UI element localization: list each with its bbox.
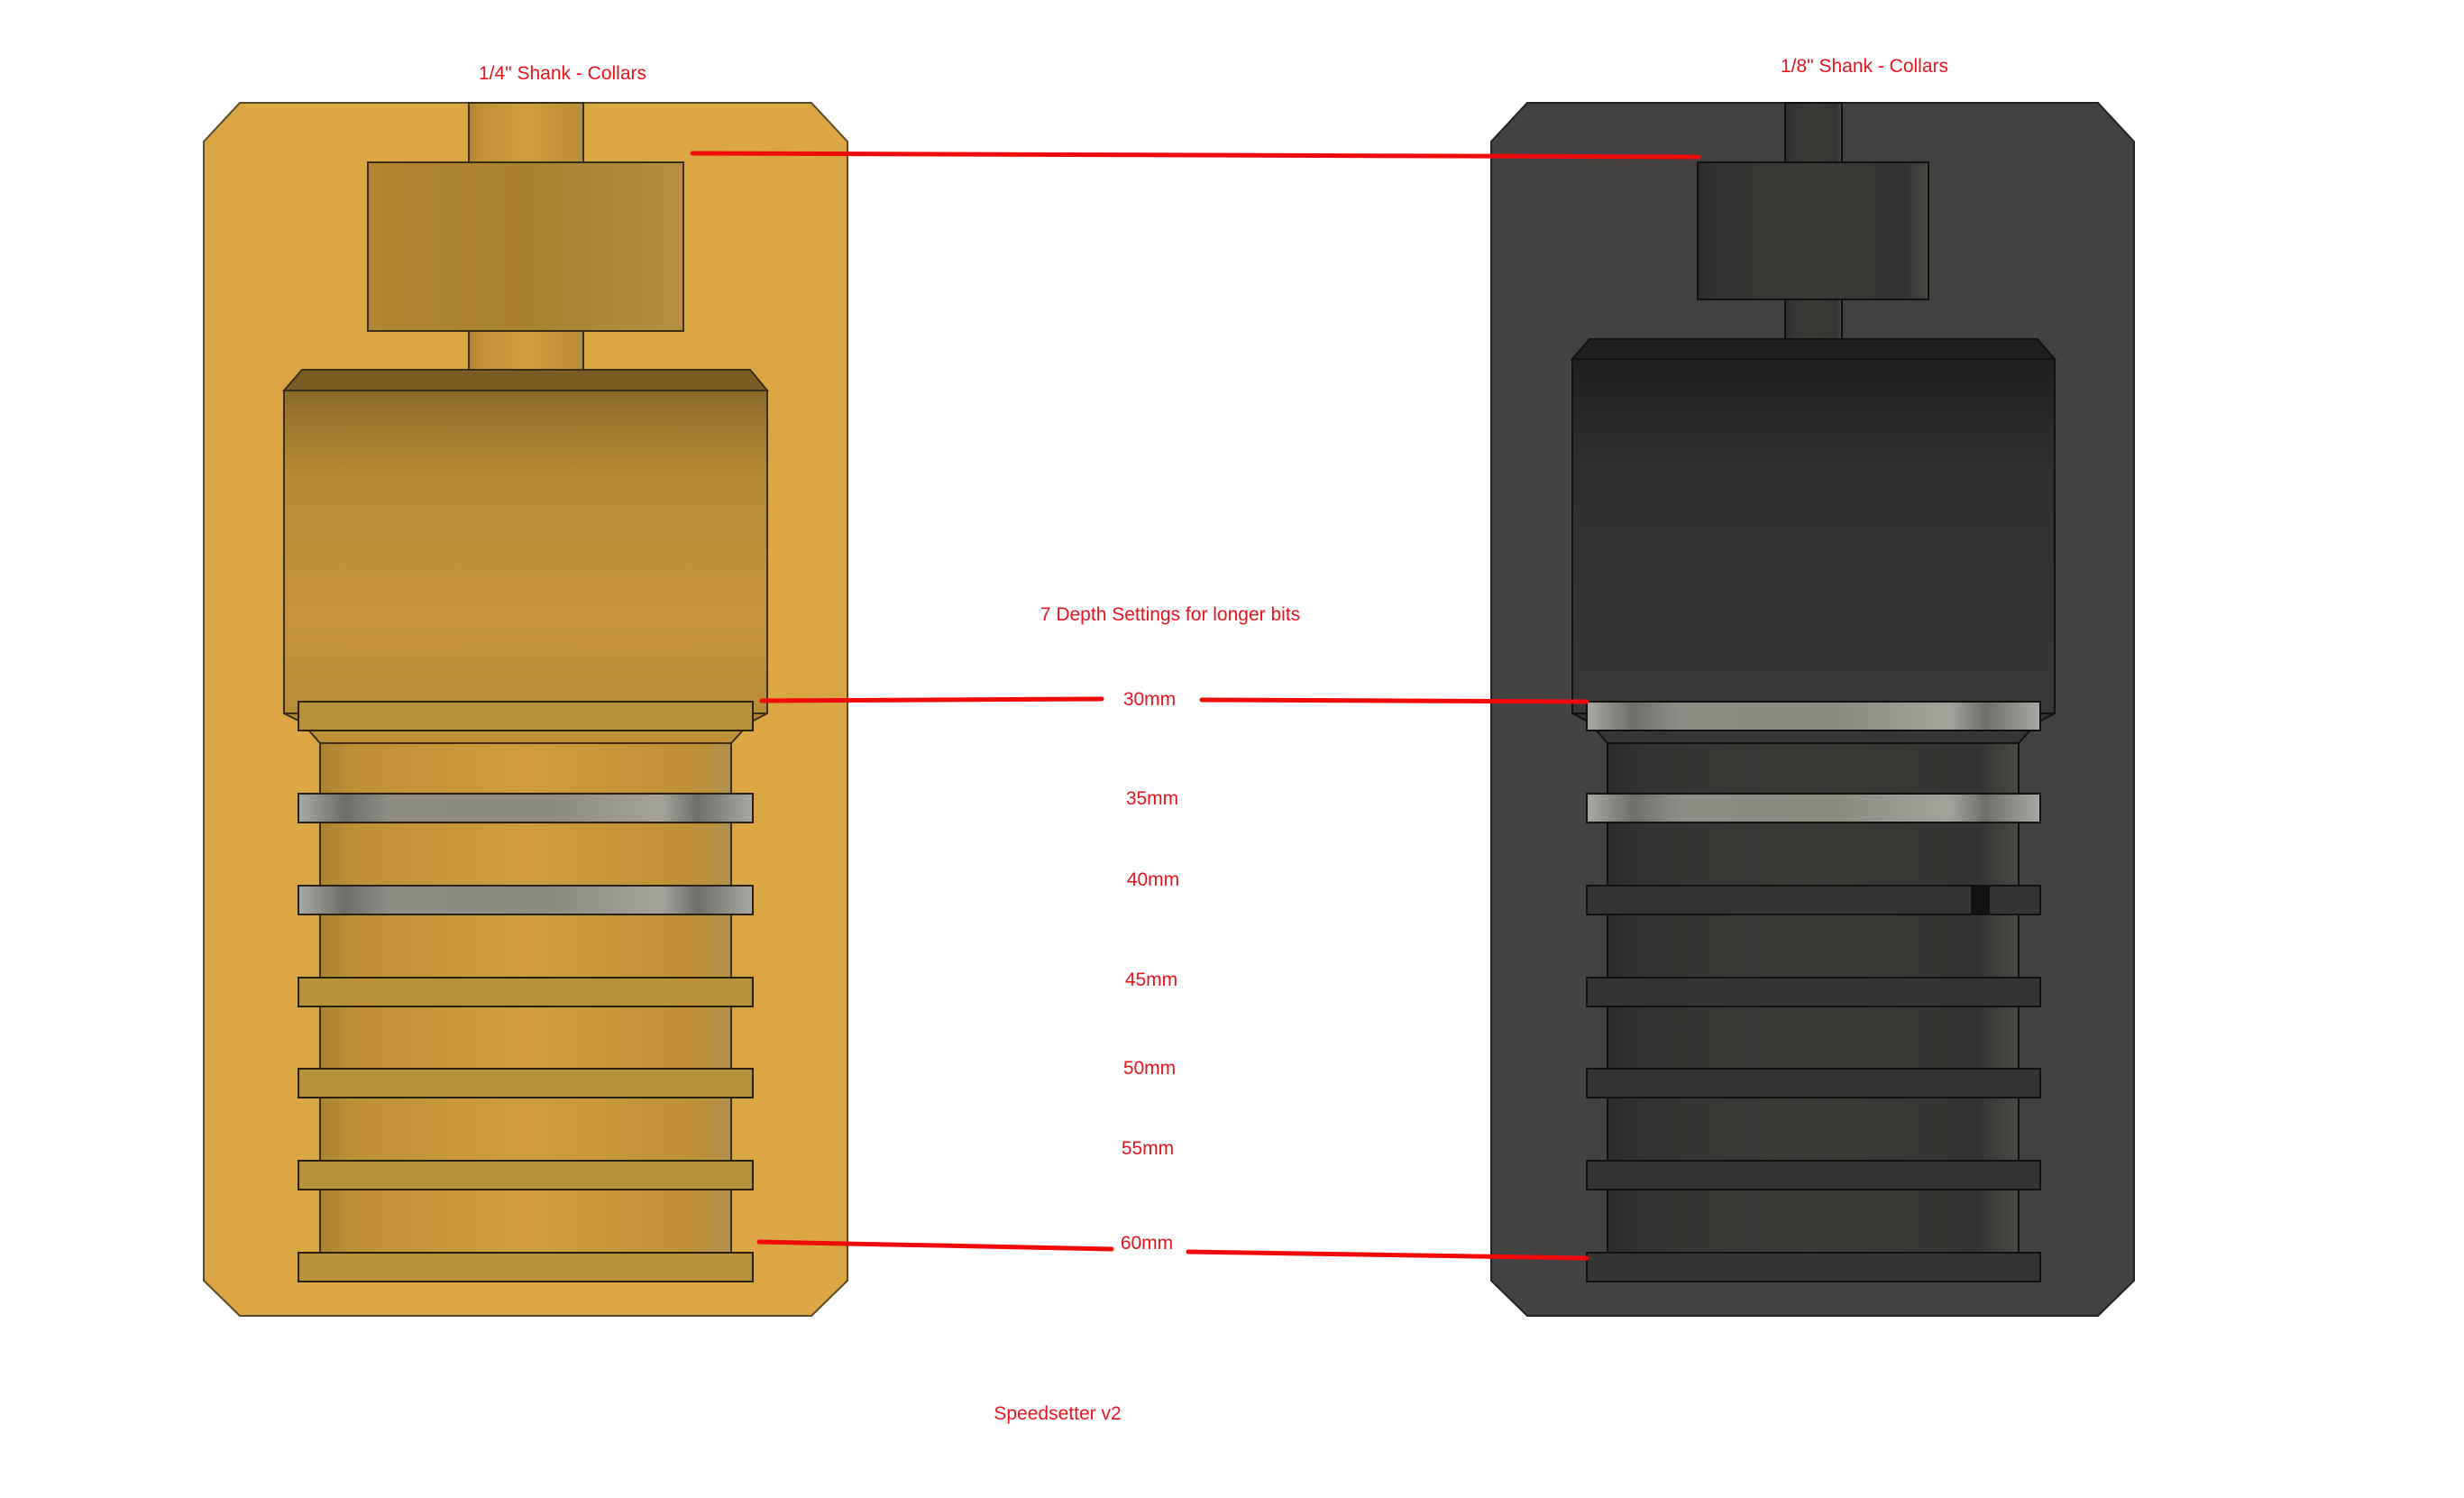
right-panel-title: 1/8" Shank - Collars <box>1780 56 1949 77</box>
left-panel-title: 1/4" Shank - Collars <box>478 63 647 84</box>
left-body-top-chamfer <box>281 369 770 391</box>
left-ring-50mm <box>298 1068 754 1098</box>
depth-label-55: 55mm <box>1121 1138 1175 1159</box>
depth-label-40: 40mm <box>1126 869 1180 890</box>
left-ring-55mm <box>298 1160 754 1190</box>
right-ring-40mm <box>1586 885 2041 915</box>
left-ring-45mm <box>298 977 754 1007</box>
right-shank-mid <box>1784 299 1843 340</box>
right-ring-30mm <box>1586 701 2041 731</box>
annotation-lines <box>690 151 1701 1261</box>
depth-label-35: 35mm <box>1125 788 1179 809</box>
collar-connector-line <box>690 151 1701 160</box>
right-ring-45mm <box>1586 977 2041 1007</box>
depth-label-30: 30mm <box>1122 689 1177 710</box>
left-collar-block <box>203 102 848 1317</box>
left-ring-40mm <box>298 885 754 915</box>
right-ring-60mm <box>1586 1252 2041 1282</box>
right-ring-50mm <box>1586 1068 2041 1098</box>
diagram-title: Speedsetter v2 <box>994 1403 1122 1424</box>
right-body <box>1571 358 2056 714</box>
left-shank-top <box>468 102 584 163</box>
right-collar-block <box>1490 102 2135 1317</box>
right-ring-35mm <box>1586 793 2041 823</box>
right-collar <box>1697 161 1929 300</box>
left-collar <box>367 161 684 332</box>
right-ring-55mm <box>1586 1160 2041 1190</box>
ring-marker <box>1971 887 1990 914</box>
right-depth-rings <box>1586 701 2041 1282</box>
depth-label-45: 45mm <box>1124 970 1178 990</box>
depth-settings-heading: 7 Depth Settings for longer bits <box>1040 604 1301 625</box>
depth-60-line-left <box>756 1239 1114 1252</box>
right-shank-top <box>1784 102 1843 163</box>
left-ring-60mm <box>298 1252 754 1282</box>
left-ring-30mm <box>298 701 754 731</box>
left-body <box>283 390 768 714</box>
left-depth-rings <box>298 701 754 1282</box>
depth-label-60: 60mm <box>1120 1233 1174 1254</box>
left-shank-mid <box>468 330 584 371</box>
depth-60-line-right <box>1186 1249 1589 1261</box>
depth-label-50: 50mm <box>1122 1058 1177 1079</box>
depth-30-line-right <box>1199 697 1589 704</box>
left-ring-35mm <box>298 793 754 823</box>
right-body-top-chamfer <box>1570 338 2057 360</box>
depth-30-line-left <box>759 696 1104 703</box>
